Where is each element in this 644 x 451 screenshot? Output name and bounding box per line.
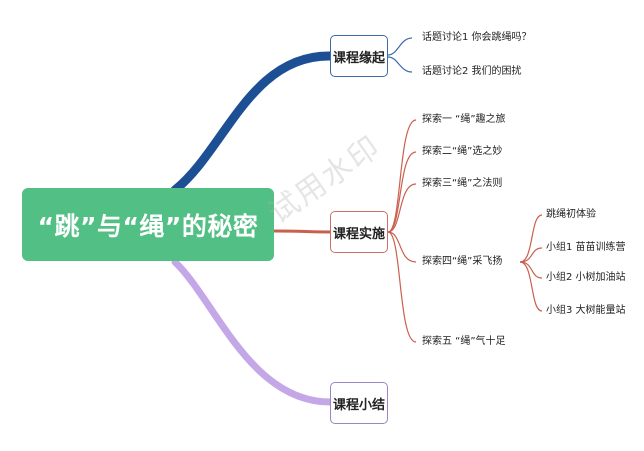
connector-branch-2-child-3 [387, 183, 417, 233]
branch-node-label: 课程缘起 [332, 50, 385, 66]
branch-node-summary[interactable]: 课程小结 [330, 382, 388, 424]
branch-node-implementation[interactable]: 课程实施 [330, 211, 388, 253]
leaf-sub-1[interactable]: 跳绳初体验 [546, 209, 596, 220]
connector-branch-1-child-1 [387, 37, 413, 56]
connector-branch-2-child-1 [387, 119, 417, 233]
connector-sub-child-2 [519, 247, 543, 263]
leaf-sub-3[interactable]: 小组2 小树加油站 [546, 272, 626, 283]
central-topic-label: “跳”与“绳”的秘密 [37, 211, 259, 241]
connector-sub-child-4 [519, 261, 543, 312]
connector-branch-2-child-5 [387, 231, 417, 343]
connector-central-to-branch-2 [273, 229, 331, 234]
branch-node-label: 课程实施 [332, 226, 385, 242]
connector-branch-2-child-2 [387, 151, 417, 233]
connector-central-to-branch-1 [170, 51, 335, 195]
connector-branch-1-child-2 [387, 56, 413, 73]
connector-sub-child-3 [519, 261, 543, 279]
leaf-sub-2[interactable]: 小组1 苗苗训练营 [546, 242, 626, 253]
connector-sub-child-1 [519, 214, 543, 263]
leaf-explore-3[interactable]: 探索三“绳”之法则 [422, 178, 503, 189]
connector-branch-2-child-4 [387, 231, 417, 263]
leaf-explore-1[interactable]: 探索一 “绳”趣之旅 [422, 114, 506, 125]
leaf-sub-4[interactable]: 小组3 大树能量站 [546, 305, 626, 316]
leaf-explore-5[interactable]: 探索五 “绳”气十足 [422, 336, 506, 347]
branch-node-label: 课程小结 [332, 397, 385, 413]
branch-node-origin[interactable]: 课程缘起 [330, 35, 388, 77]
leaf-explore-4[interactable]: 探索四“绳”采飞扬 [422, 256, 503, 267]
central-topic[interactable]: “跳”与“绳”的秘密 [22, 188, 274, 261]
leaf-explore-2[interactable]: 探索二“绳”选之妙 [422, 146, 503, 157]
leaf-topic-discussion-2[interactable]: 话题讨论2 我们的困扰 [422, 66, 522, 77]
leaf-topic-discussion-1[interactable]: 话题讨论1 你会跳绳吗？ [422, 32, 532, 43]
connector-central-to-branch-3 [171, 258, 334, 406]
